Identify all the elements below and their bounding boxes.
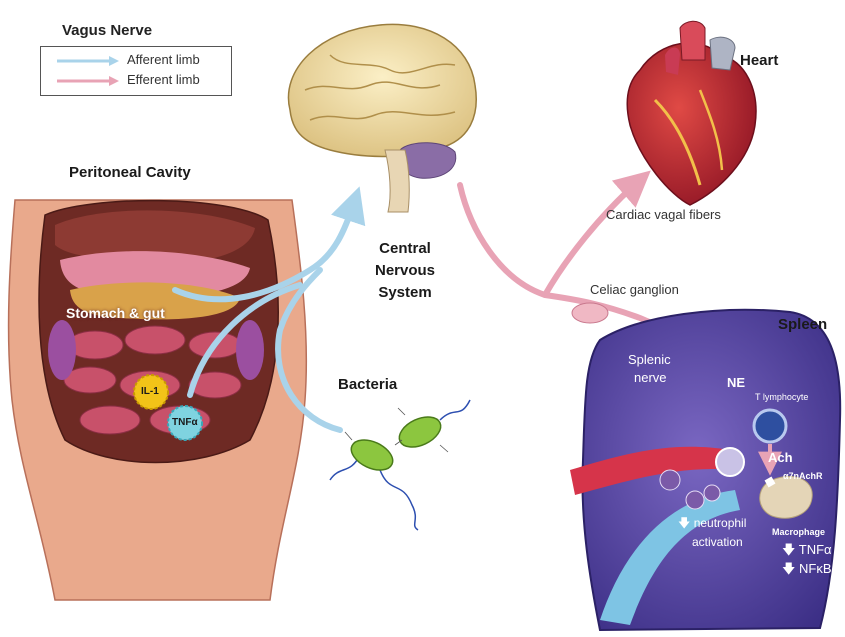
afferent-arrow-icon [55,54,121,68]
legend-efferent-label: Efferent limb [127,72,200,87]
cns-line-3: System [370,282,440,304]
legend-box: Afferent limb Efferent limb [40,46,232,96]
ne-label: NE [727,375,745,390]
legend-afferent-label: Afferent limb [127,52,200,67]
peritoneal-cavity-label: Peritoneal Cavity [69,164,191,181]
legend-afferent: Afferent limb [55,51,225,71]
splenic-nerve-line2: nerve [634,370,667,385]
legend-title: Vagus Nerve [62,22,152,39]
cns-line-2: Nervous [370,260,440,282]
t-lymphocyte-label: T lymphocyte [755,392,808,402]
efferent-arrow-icon [55,74,121,88]
cns-label: Central Nervous System [370,238,440,304]
cns-line-1: Central [370,238,440,260]
legend-efferent: Efferent limb [55,71,225,91]
down-arrow-icon: 🡇 [782,561,795,576]
il1-label: IL-1 [141,386,159,397]
ach-label: Ach [768,450,793,465]
tnfa-label: TNFα [172,417,198,428]
neutrophil-text: neutrophil [694,516,747,530]
macrophage-label: Macrophage [772,527,825,537]
celiac-ganglion-label: Celiac ganglion [590,282,679,297]
activation-text: activation [678,535,743,549]
heart-illustration [627,21,756,205]
bacteria-illustration [330,400,470,530]
neutrophil-activation-label: 🡇 neutrophil activation [678,514,746,549]
nfkb-down-label: 🡇 NFκB [782,560,832,582]
spleen-label: Spleen [778,316,827,333]
celiac-ganglion-shape [572,303,608,323]
tnfa-down-text: TNFα [799,542,832,557]
down-arrow-icon: 🡇 [782,542,795,557]
bacteria-label: Bacteria [338,376,397,393]
heart-label: Heart [740,52,778,69]
stomach-gut-label: Stomach & gut [66,305,165,321]
a7nachr-label: α7nAchR [783,471,823,481]
nfkb-down-text: NFκB [799,561,832,576]
splenic-nerve-line1: Splenic [628,352,671,367]
brain-illustration [288,24,476,212]
cardiac-vagal-label: Cardiac vagal fibers [606,207,721,222]
down-arrow-icon: 🡇 [678,516,690,530]
